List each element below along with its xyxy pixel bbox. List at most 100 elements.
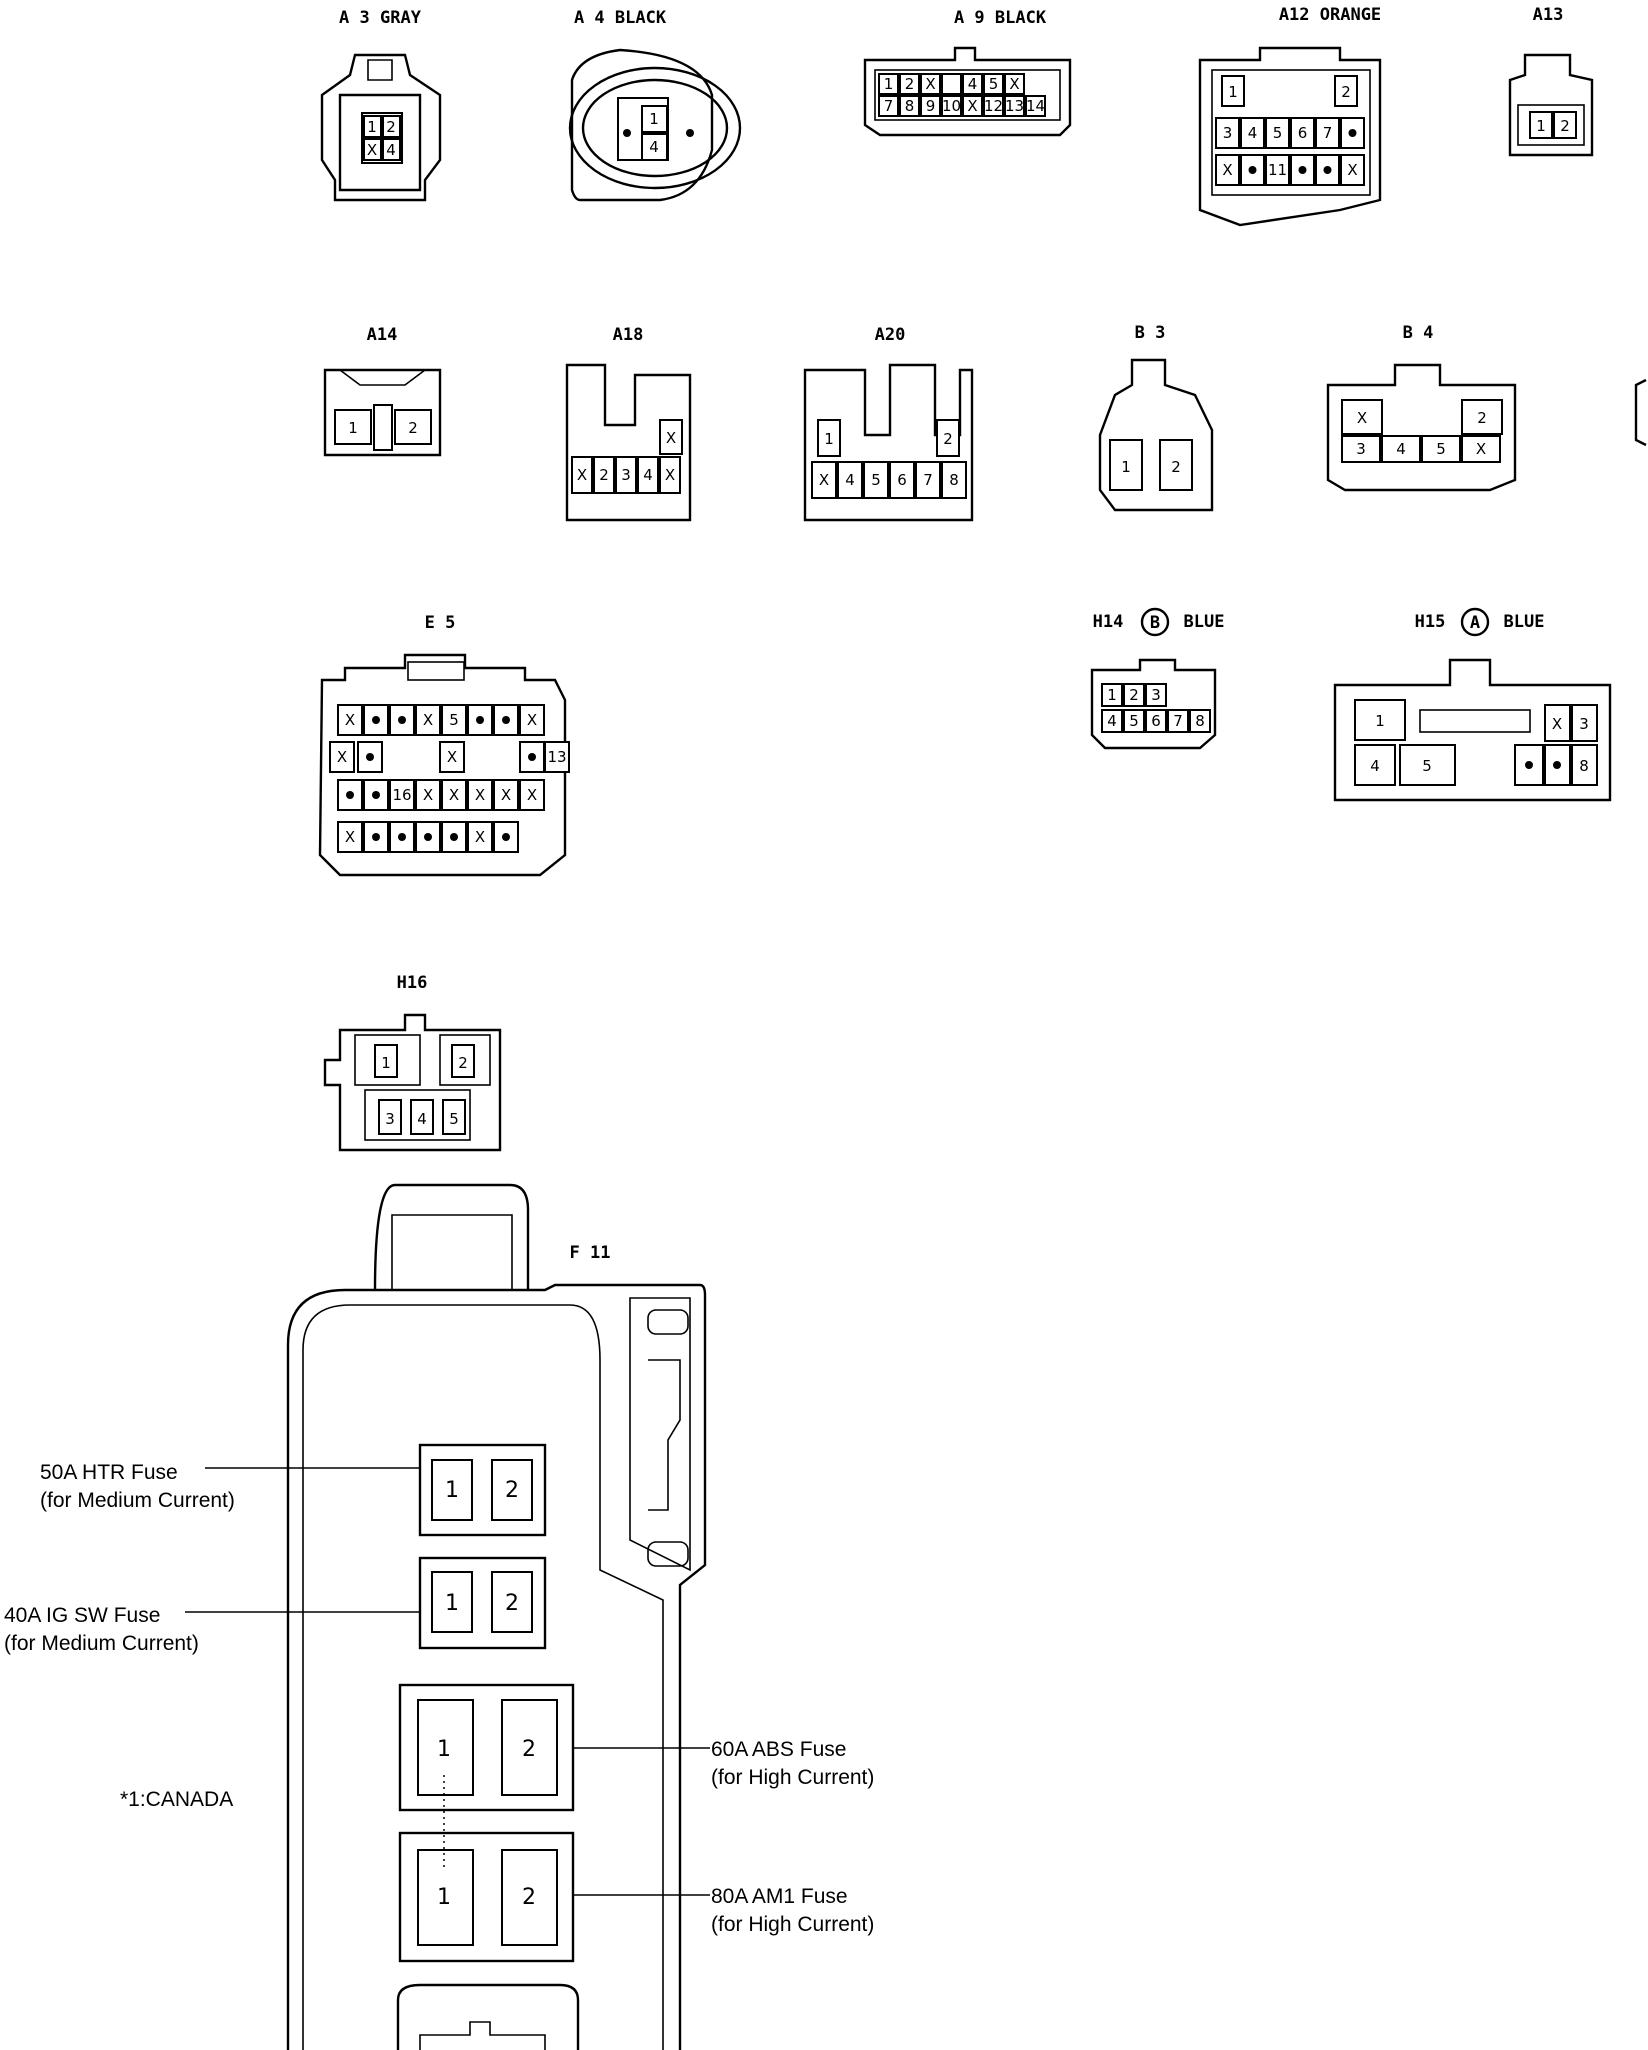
connector-e5-empty-pin-dot: [398, 716, 406, 724]
connector-e5-cell: [415, 704, 441, 736]
connector-a9-pin: 8: [905, 97, 915, 115]
connector-e5-pin: X: [447, 748, 457, 766]
connector-a18-pin: X: [577, 466, 587, 484]
connector-a9-pin: 5: [989, 75, 999, 93]
connector-a20-pin: X: [819, 471, 829, 489]
connector-h14-pin: 1: [1107, 686, 1117, 704]
connector-h15-badge: [1460, 607, 1490, 637]
connector-b4-cell: [1421, 435, 1461, 463]
connector-e5-cell: [493, 779, 519, 811]
connector-h14-cell: [1123, 709, 1145, 733]
connector-e5-pin: X: [449, 786, 459, 804]
connector-a12-cell: [1215, 154, 1240, 186]
fuse-abs-pin: 1: [437, 1737, 451, 1762]
connector-a12-pin: 3: [1223, 124, 1233, 142]
connector-a20-pin: 2: [943, 430, 953, 448]
connector-a18-cell: [571, 456, 593, 494]
connector-h15: H15 A BLUE 1 4 5 X 3 8: [1333, 607, 1612, 802]
connector-b3: B 3 1 2: [1098, 323, 1214, 512]
partial-connector-edge: [1634, 378, 1647, 447]
connector-e5-empty-pin-dot: [502, 716, 510, 724]
connector-a3-pin: 1: [367, 118, 377, 136]
connector-a9-cell: [920, 95, 941, 117]
connector-b4-cell: [1381, 435, 1421, 463]
connector-a3-pin: X: [367, 141, 377, 159]
connector-b4-cell: [1461, 435, 1501, 463]
connector-a3: A 3 GRAY 1 2 X 4: [320, 8, 442, 202]
connector-e5-pin: X: [527, 711, 537, 729]
connector-a18-pin: 3: [621, 466, 631, 484]
connector-e5-cell: [389, 779, 415, 811]
connector-e5-empty-pin-dot: [528, 753, 536, 761]
connector-a18-cell: [593, 456, 615, 494]
connector-e5-empty-pin-dot: [372, 833, 380, 841]
connector-a9-pin: 1: [884, 75, 894, 93]
connector-a20-cell: [915, 461, 941, 499]
connector-e5-cell: [415, 779, 441, 811]
connector-h16-pin: 4: [417, 1110, 427, 1128]
connector-h14-cell: [1123, 683, 1145, 707]
connector-a9-cell: [983, 73, 1004, 95]
connector-e5-cell: [337, 821, 363, 853]
connector-a9-cell: [899, 95, 920, 117]
connector-a20-cell: [837, 461, 863, 499]
connector-a4-label: A 4 BLACK: [574, 8, 667, 28]
connector-a12-pin: X: [1347, 161, 1357, 179]
connector-a20-cell: [941, 461, 967, 499]
connector-a9-cell: [962, 73, 983, 95]
connector-a12-pin: 4: [1248, 124, 1258, 142]
connector-e5-pin: X: [527, 786, 537, 804]
connector-a18-pin: 4: [643, 466, 653, 484]
connector-e5-cell: [439, 741, 465, 773]
connector-b4-label: B 4: [1403, 323, 1434, 343]
connector-h16-pin: 2: [458, 1054, 468, 1072]
connector-e5-pin: 16: [392, 786, 411, 804]
connector-a9-cell: [941, 73, 962, 95]
connector-e5-cell: [337, 704, 363, 736]
connector-a9-pin: X: [925, 75, 935, 93]
connector-e5-cell: [363, 821, 389, 853]
connector-a12-cell: [1290, 117, 1315, 149]
connector-a9-pin: 14: [1026, 97, 1045, 115]
connector-a18-label: A18: [613, 325, 644, 345]
connector-a13-label: A13: [1533, 5, 1564, 25]
connector-e5-pin: X: [345, 828, 355, 846]
connector-e5-cell: [544, 741, 570, 773]
connector-e5-pin: 13: [547, 748, 566, 766]
connector-a9-cell: [1004, 95, 1025, 117]
connector-a13-pin: 2: [1560, 117, 1570, 135]
fuse-block-f11-label: F 11: [570, 1243, 611, 1263]
connector-e5-pin: X: [423, 786, 433, 804]
connector-e5-cell: [519, 779, 545, 811]
connector-b4-pin: 5: [1436, 440, 1446, 458]
connector-a20-cell: [889, 461, 915, 499]
connector-h14-pin: 5: [1129, 712, 1139, 730]
connector-a3-pin: 2: [386, 118, 396, 136]
fuse-htr-note: (for Medium Current): [40, 1489, 235, 1512]
connector-a4-pin: 4: [649, 138, 659, 156]
connector-h14-cell: [1145, 709, 1167, 733]
connector-a9-pin: 12: [984, 97, 1003, 115]
connector-b3-pin: 2: [1171, 458, 1181, 476]
connector-a9-pin: 10: [942, 97, 961, 115]
connector-a4-pin: 1: [649, 110, 659, 128]
connector-h16-pin: 5: [449, 1110, 459, 1128]
fuse-htr-name: 50A HTR Fuse: [40, 1461, 178, 1484]
connector-a12-pin: 5: [1273, 124, 1283, 142]
connector-e5-pin: X: [475, 786, 485, 804]
connector-e5-empty-pin-dot: [372, 791, 380, 799]
connector-h14-pin: 8: [1195, 712, 1205, 730]
connector-a9-pin: 7: [884, 97, 894, 115]
connector-a18-cell: [615, 456, 637, 494]
connector-a13-pin: 1: [1536, 117, 1546, 135]
connector-a12-cell: [1215, 117, 1240, 149]
connector-h14-cell: [1189, 709, 1211, 733]
fuse-abs-note: (for High Current): [711, 1766, 874, 1789]
fuse-am1-pin: 2: [522, 1885, 536, 1910]
fuse-igsw-note: (for Medium Current): [4, 1632, 199, 1655]
